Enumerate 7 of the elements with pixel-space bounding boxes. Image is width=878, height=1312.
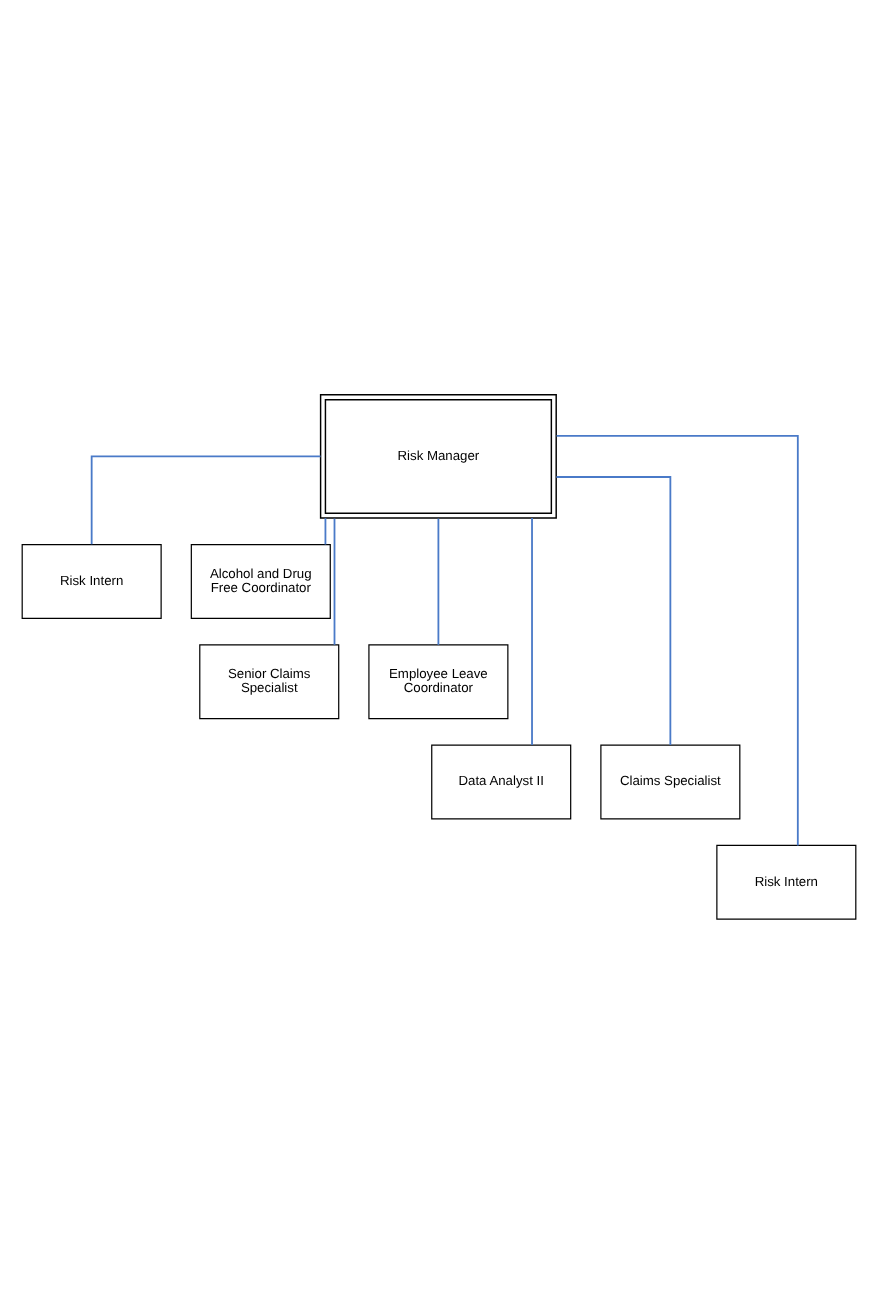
connector [324,516,327,545]
connector [333,516,336,645]
connector [437,516,440,645]
connector [555,434,799,846]
connector [90,454,322,545]
connector [531,516,533,745]
connector [555,475,672,745]
